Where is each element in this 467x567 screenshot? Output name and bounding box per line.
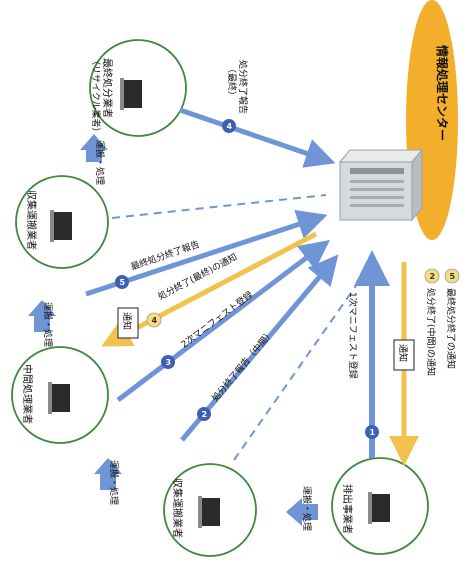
node-label: 排出事業者: [341, 484, 354, 534]
transport-label: 運搬・処理: [108, 460, 120, 505]
msg-text: 処分終了報告（中間）: [209, 327, 276, 404]
node-label: 収集運搬業者: [171, 478, 184, 538]
transport-label: 運搬・処理: [301, 486, 313, 531]
msg-badge: [146, 312, 162, 328]
msg-badge-num: 4: [152, 316, 158, 325]
transport-label: 運搬・処理: [94, 140, 106, 185]
info-center-label: 情報処理センター: [435, 45, 450, 141]
msg-text: 処分終了報告: [237, 60, 249, 114]
node-label: 中間処理業者: [21, 364, 34, 424]
server-icon: [338, 148, 424, 222]
msg-1-arrow: 1 1次マニフェスト登録: [347, 250, 390, 458]
node-final-disposal: 最終処分業者 （リサイクル業者）: [89, 39, 187, 137]
laptop-icon: [48, 382, 70, 414]
info-center: 情報処理センター: [338, 0, 458, 240]
notify-box-right: [393, 339, 415, 371]
node-label: 収集運搬業者: [25, 190, 38, 250]
transport-arrow-a: 運搬・処理: [80, 134, 108, 185]
node-generator: 排出事業者: [331, 457, 429, 555]
msg-5-arrow: 5 最終処分終了報告: [85, 209, 328, 297]
msg-badge: [115, 275, 129, 289]
transport-label: 運搬・処理: [42, 302, 54, 347]
notify-box-left: [117, 307, 139, 339]
legend-text: 処分終了(中間)の通知: [425, 288, 437, 376]
notify-arrow-right: 通知: [389, 262, 419, 466]
legend-item: 2 処分終了(中間)の通知: [424, 268, 440, 376]
msg-badge-num: 3: [166, 358, 172, 367]
node-intermediate: 中間処理業者: [11, 346, 109, 444]
notify-label-right: 通知: [397, 344, 409, 362]
transport-arrow-d: 運搬・処理: [286, 486, 318, 531]
legend-badge-num: 5: [450, 272, 456, 281]
msg-4b-arrow: 4 処分終了報告 （最終）: [179, 60, 336, 168]
msg-subtext: （最終）: [226, 64, 238, 100]
dashed-link-2: [233, 279, 361, 461]
msg-text: 1次マニフェスト登録: [347, 292, 359, 379]
msg-badge: [161, 355, 175, 369]
msg-badge: [222, 119, 236, 133]
node-label: 最終処分業者: [101, 58, 114, 118]
legend: 2 処分終了(中間)の通知 5 最終処分終了の通知: [424, 268, 460, 376]
transport-arrow-b: 運搬・処理: [28, 300, 56, 347]
notify-label-left: 通知: [121, 312, 133, 330]
laptop-icon: [120, 78, 142, 110]
node-sublabel: （リサイクル業者）: [90, 56, 102, 137]
msg-badge-num: 5: [120, 278, 126, 287]
legend-badge: [444, 268, 460, 284]
dashed-link-1: [111, 194, 327, 219]
legend-text: 最終処分終了の通知: [445, 288, 457, 369]
msg-badge-num: 2: [202, 410, 208, 419]
msg-badge-num: 1: [370, 428, 376, 437]
legend-item: 5 最終処分終了の通知: [444, 268, 460, 369]
node-collection-transport-2: 収集運搬業者: [163, 463, 257, 557]
laptop-icon: [198, 496, 220, 528]
legend-badge-num: 2: [430, 272, 436, 281]
node-collection-transport-1: 収集運搬業者: [15, 175, 109, 269]
transport-arrow-c: 運搬・処理: [94, 458, 122, 505]
legend-badge: [424, 268, 440, 284]
msg-badge: [197, 407, 211, 421]
laptop-icon: [50, 210, 72, 242]
msg-badge: [365, 425, 379, 439]
msg-badge-num: 4: [227, 122, 233, 131]
laptop-icon: [368, 492, 390, 524]
